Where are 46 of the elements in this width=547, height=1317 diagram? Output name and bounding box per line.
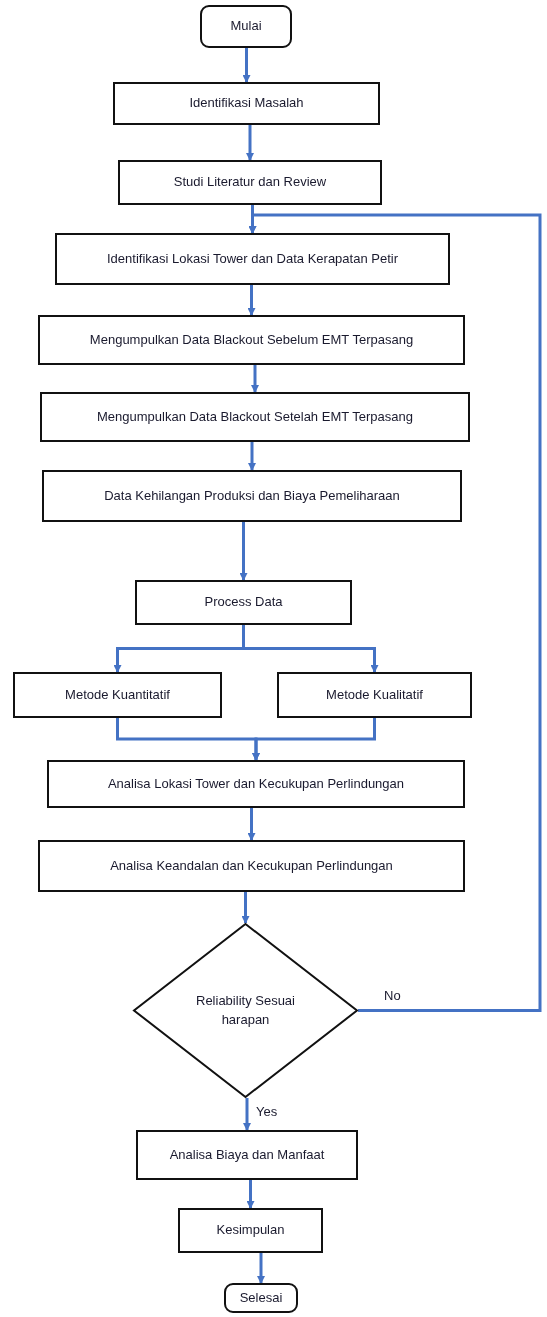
node-text: Selesai — [239, 1288, 283, 1307]
arrow — [247, 808, 256, 841]
node-text: Identifikasi Lokasi Tower dan Data Kerapatan Petir — [107, 249, 398, 268]
node-text: Mulai — [230, 17, 262, 36]
arrow — [257, 1253, 265, 1284]
process-box — [13, 672, 222, 718]
process-box — [178, 1208, 323, 1253]
node-text: Studi Literatur dan Review — [173, 173, 327, 192]
terminal-box — [200, 5, 292, 48]
arrow — [252, 718, 376, 761]
node-text: Mengumpulkan Data Blackout Sebelum EMT Terpasang — [89, 330, 414, 349]
node-text: Data Kehilangan Produksi dan Biaya Pemeliharaan — [104, 486, 400, 505]
node-text: Kesimpulan — [216, 1221, 285, 1240]
node-text: Analisa Keandalan dan Kecukupan Perlindungan — [110, 856, 393, 875]
process-box — [38, 315, 465, 365]
arrow — [247, 285, 256, 316]
arrow — [242, 48, 251, 83]
process-box — [47, 760, 465, 808]
arrow — [248, 213, 542, 1012]
node-text: Analisa Biaya dan Manfaat — [169, 1145, 325, 1164]
node-text: Metode Kualitatif — [326, 685, 423, 704]
node-text: Process Data — [204, 593, 283, 612]
process-box — [113, 82, 380, 125]
terminal-box — [224, 1283, 298, 1313]
arrow — [248, 442, 256, 471]
arrow — [243, 1098, 251, 1131]
process-box — [42, 470, 462, 522]
arrow — [251, 365, 259, 393]
node-text: Identifikasi Masalah — [189, 94, 304, 113]
process-box — [55, 233, 450, 285]
process-box — [118, 160, 382, 205]
arrow — [239, 522, 248, 581]
arrow — [241, 892, 250, 924]
process-box — [38, 840, 465, 892]
decision-diamond — [133, 923, 358, 1098]
node-text: Analisa Lokasi Tower dan Kecukupan Perlindungan — [107, 774, 405, 793]
node-text: Mengumpulkan Data Blackout Setelah EMT Terpasang — [96, 407, 413, 426]
node-text: Reliability Sesuai harapan — [195, 991, 296, 1029]
node-text: Metode Kuantitatif — [65, 685, 170, 704]
process-box — [136, 1130, 358, 1180]
process-box — [277, 672, 472, 718]
arrow — [246, 1180, 255, 1209]
arrow — [246, 125, 254, 161]
arrow — [242, 625, 379, 673]
process-box — [135, 580, 352, 625]
process-box — [40, 392, 470, 442]
